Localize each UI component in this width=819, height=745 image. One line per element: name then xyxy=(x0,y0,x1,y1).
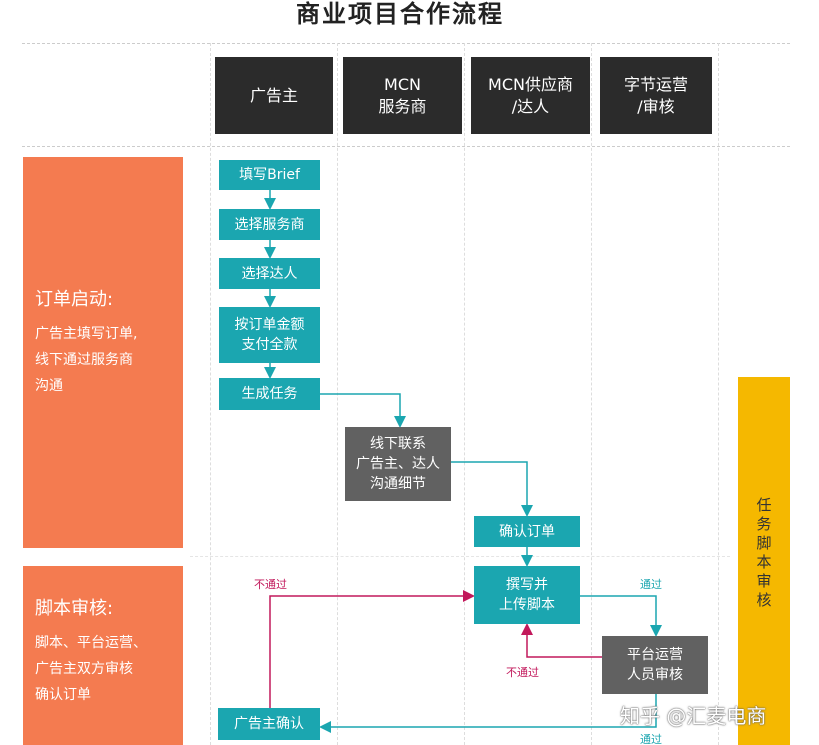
edge-label-pass: 通过 xyxy=(640,733,662,745)
side-bar: 任务脚本审核 xyxy=(738,377,790,745)
lane-header-advertiser: 广告主 xyxy=(215,57,333,134)
lane-divider xyxy=(718,43,719,745)
step-advertiser-confirm: 广告主确认 xyxy=(218,708,320,740)
arrow xyxy=(580,595,662,637)
edge-label-fail: 不通过 xyxy=(254,578,287,591)
edge-label-pass: 通过 xyxy=(640,578,662,591)
arrow xyxy=(319,694,657,733)
phase-script-review: 脚本审核: 脚本、平台运营、 广告主双方审核 确认订单 xyxy=(23,566,183,745)
step-select-provider: 选择服务商 xyxy=(219,209,320,240)
arrow xyxy=(451,461,533,517)
lane-header-mcn-service: MCN 服务商 xyxy=(343,57,462,134)
arrow xyxy=(320,393,406,428)
step-offline-contact: 线下联系 广告主、达人 沟通细节 xyxy=(345,427,451,501)
lane-header-bytedance: 字节运营 /审核 xyxy=(600,57,712,134)
divider xyxy=(22,146,790,147)
step-pay: 按订单金额 支付全款 xyxy=(219,307,320,363)
lane-divider xyxy=(591,43,592,745)
watermark: 知乎 @汇麦电商 xyxy=(620,704,767,728)
arrow xyxy=(269,590,475,708)
step-select-talent: 选择达人 xyxy=(219,258,320,289)
edge-label-fail: 不通过 xyxy=(506,666,539,679)
phase-heading: 脚本审核: xyxy=(35,598,114,619)
side-label: 任务脚本审核 xyxy=(754,497,773,611)
lane-divider xyxy=(210,43,211,745)
divider xyxy=(22,43,790,44)
arrow xyxy=(521,623,602,658)
phase-heading: 订单启动: xyxy=(35,289,114,310)
phase-desc: 脚本、平台运营、 广告主双方审核 确认订单 xyxy=(35,635,147,703)
step-brief: 填写Brief xyxy=(219,160,320,190)
phase-desc: 广告主填写订单, 线下通过服务商 沟通 xyxy=(35,326,138,394)
phase-order-start: 订单启动: 广告主填写订单, 线下通过服务商 沟通 xyxy=(23,157,183,548)
lane-divider xyxy=(464,43,465,745)
lane-header-mcn-supplier: MCN供应商 /达人 xyxy=(471,57,590,134)
diagram-title: 商业项目合作流程 xyxy=(296,0,504,28)
step-write-script: 撰写并 上传脚本 xyxy=(474,566,580,624)
step-confirm-order: 确认订单 xyxy=(474,516,580,547)
divider xyxy=(190,556,730,557)
step-create-task: 生成任务 xyxy=(219,378,320,410)
step-platform-review: 平台运营 人员审核 xyxy=(602,636,708,694)
